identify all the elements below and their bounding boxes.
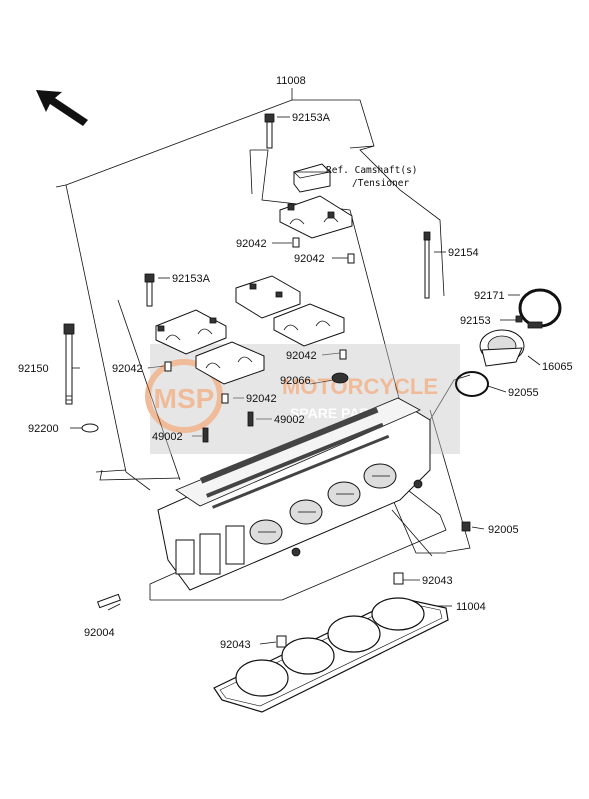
label-dowel-b: 92042 bbox=[246, 393, 277, 405]
label-bolt-top: 92153A bbox=[292, 112, 331, 124]
bolt-left bbox=[144, 273, 155, 307]
label-dowel-c: 92042 bbox=[286, 350, 317, 362]
label-stud-right: 92154 bbox=[448, 247, 479, 259]
cam-cap-upper bbox=[279, 195, 353, 239]
clamp-bolt bbox=[515, 315, 523, 323]
dowel-cap-left bbox=[292, 237, 300, 248]
label-holder: 16065 bbox=[542, 361, 573, 373]
gasket-washer bbox=[331, 372, 349, 384]
bolt-top bbox=[264, 113, 275, 149]
long-bolt bbox=[63, 323, 75, 405]
cam-cap-center bbox=[195, 341, 265, 385]
label-ref-camshaft: Ref. Camshaft(s) bbox=[326, 165, 418, 176]
label-ref-tensioner: /Tensioner bbox=[352, 178, 409, 189]
label-head-assembly: 11008 bbox=[276, 75, 306, 87]
washer bbox=[81, 423, 99, 433]
head-gasket bbox=[213, 597, 449, 713]
throttle-holder bbox=[479, 329, 525, 367]
label-dowel-lower-right: 92043 bbox=[422, 575, 453, 587]
dowel-a bbox=[164, 361, 172, 372]
label-clamp: 92171 bbox=[474, 290, 505, 302]
label-long-bolt: 92150 bbox=[18, 363, 49, 375]
label-dowel-a: 92042 bbox=[112, 363, 143, 375]
label-head-gasket: 11004 bbox=[456, 601, 486, 613]
dowel-cap-right bbox=[347, 253, 355, 264]
label-bolt-left: 92153A bbox=[172, 273, 211, 285]
cylinder-head bbox=[157, 397, 431, 591]
pin-right bbox=[247, 411, 254, 427]
label-plug: 92005 bbox=[488, 524, 519, 536]
front-arrow-icon bbox=[36, 90, 88, 126]
part-labels: 11008 92153A Ref. Camshaft(s) /Tensioner… bbox=[18, 75, 573, 651]
cam-cap-right bbox=[273, 303, 345, 347]
watermark-logo: MSP bbox=[154, 383, 215, 414]
tensioner-bracket bbox=[293, 163, 331, 193]
o-ring bbox=[455, 371, 489, 397]
plug bbox=[461, 521, 471, 532]
label-dowel-cap-left: 92042 bbox=[236, 238, 267, 250]
watermark-brand: MOTORCYCLE bbox=[282, 374, 438, 399]
label-oring: 92055 bbox=[508, 387, 539, 399]
label-clamp-bolt: 92153 bbox=[460, 315, 491, 327]
stud-right bbox=[423, 231, 431, 299]
dowel-lower-right bbox=[393, 572, 404, 585]
leader-lines bbox=[70, 116, 541, 645]
dowel-b bbox=[221, 393, 229, 404]
label-gasket-washer: 92066 bbox=[280, 375, 311, 387]
dowel-lower-left bbox=[276, 635, 287, 648]
label-pin-right: 49002 bbox=[274, 414, 305, 426]
label-dowel-lower-left: 92043 bbox=[220, 639, 251, 651]
assembly-outline bbox=[55, 88, 471, 601]
clamp bbox=[518, 288, 562, 329]
dowel-c bbox=[339, 349, 347, 360]
label-washer: 92200 bbox=[28, 423, 59, 435]
cam-cap-left bbox=[155, 309, 227, 355]
label-pin-left: 49002 bbox=[152, 431, 183, 443]
label-stud-left: 92004 bbox=[84, 627, 115, 639]
pin-left bbox=[202, 427, 209, 443]
label-dowel-cap-right: 92042 bbox=[294, 253, 325, 265]
stud-left bbox=[96, 593, 122, 609]
cam-cap-mid bbox=[235, 275, 301, 319]
